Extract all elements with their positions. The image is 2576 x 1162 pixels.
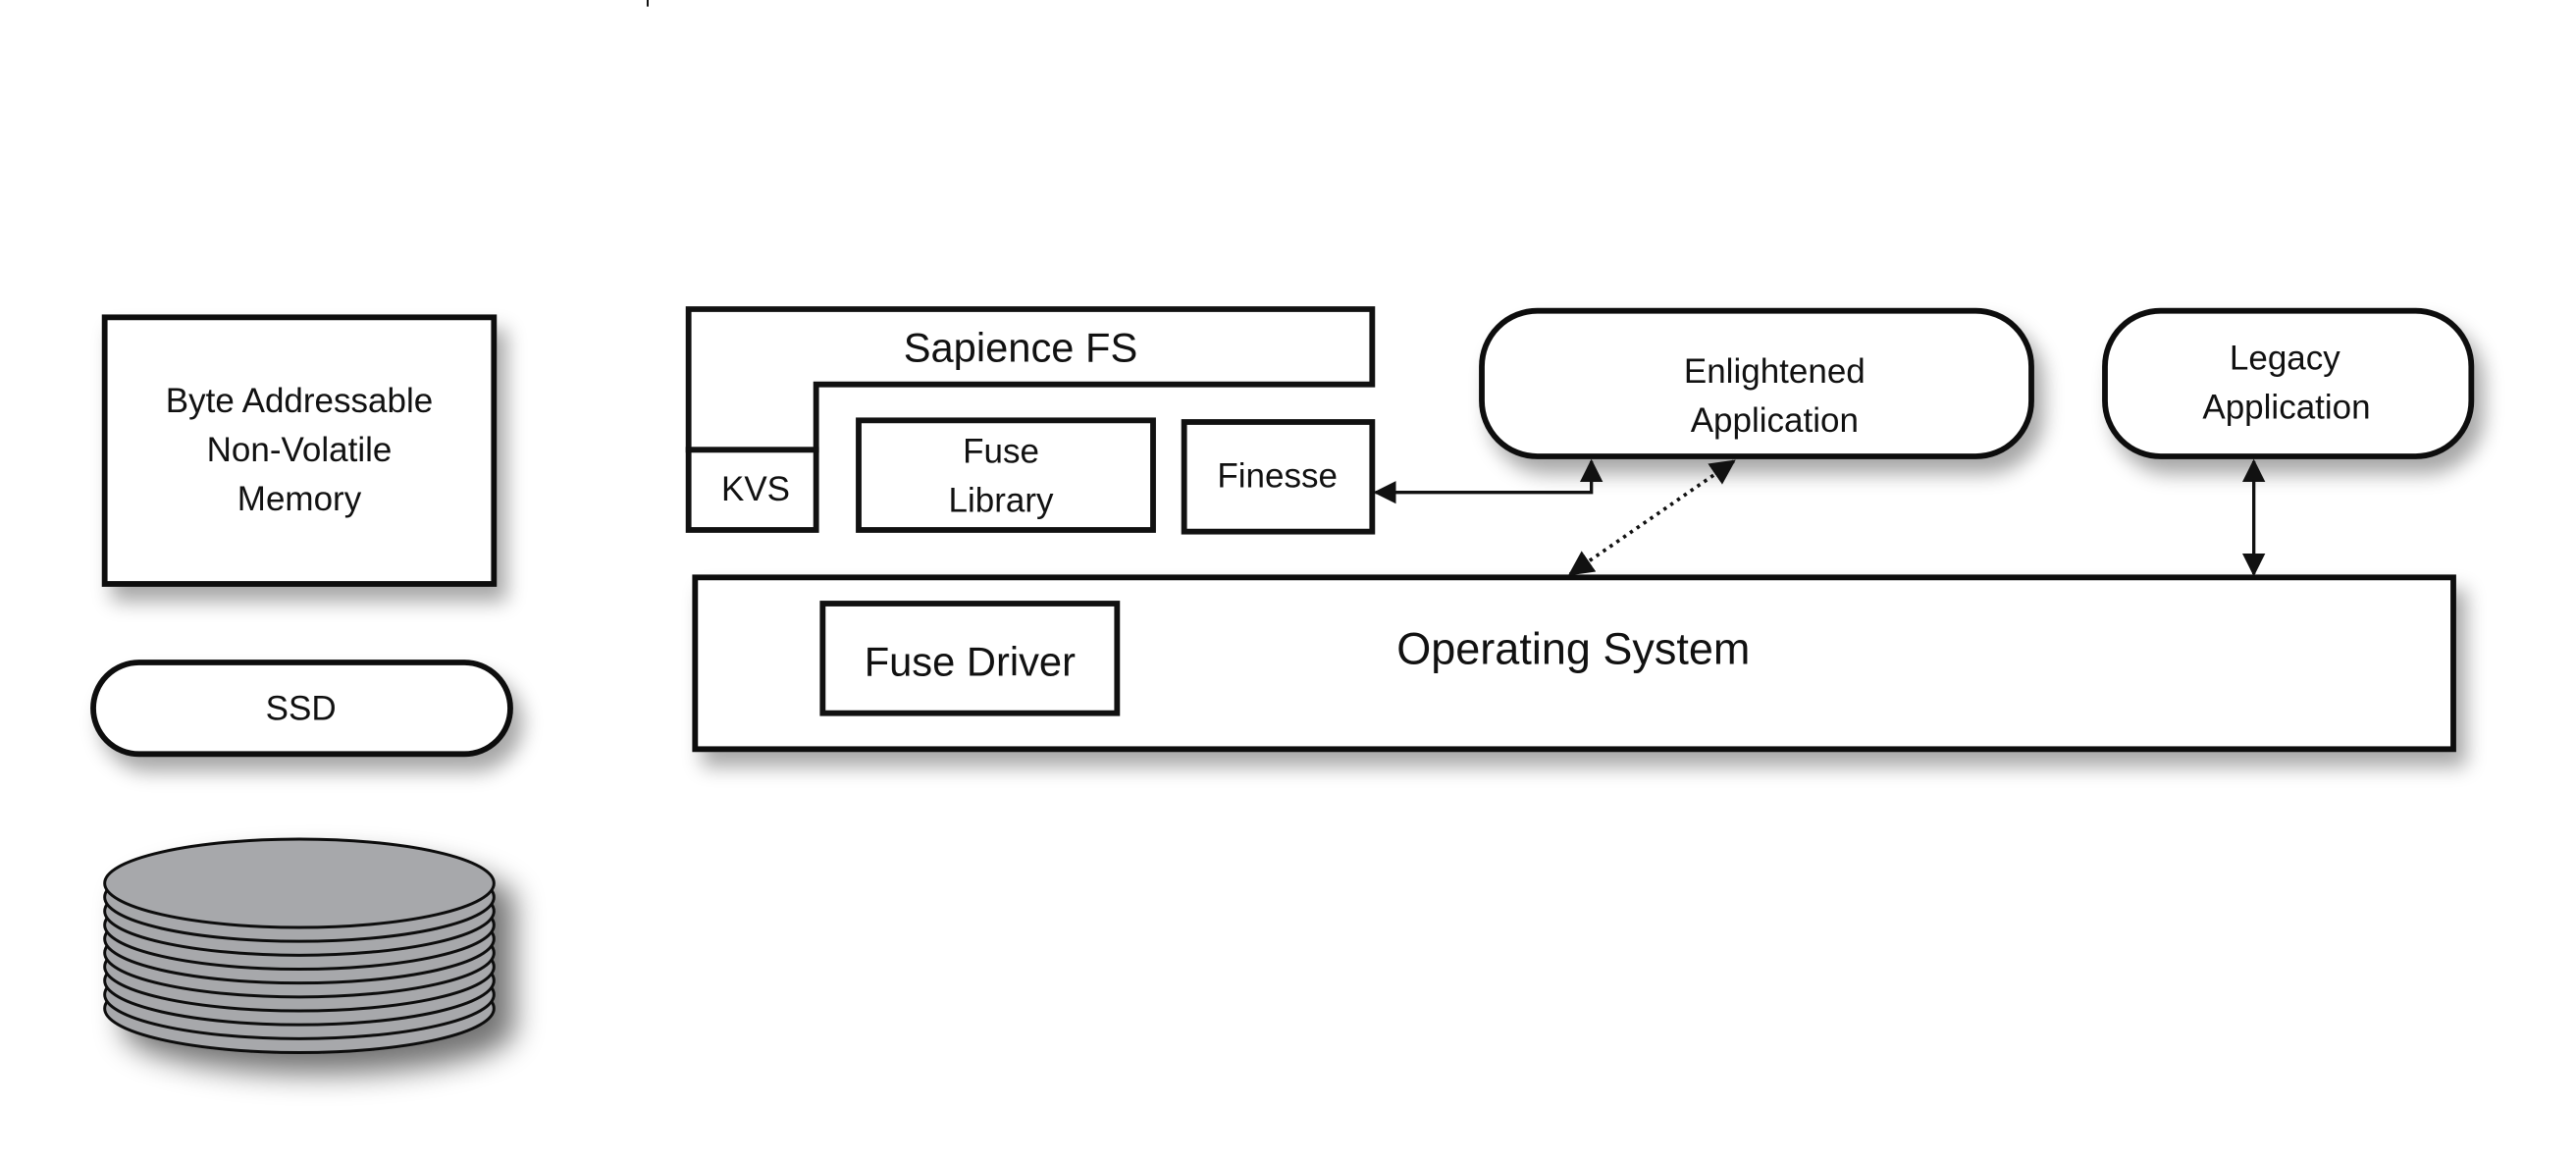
disk-platter <box>103 837 496 929</box>
operating-system-label: Operating System <box>1396 624 1750 674</box>
ssd-box: SSD <box>90 660 513 758</box>
kvs-label: KVS <box>721 470 790 508</box>
nvm-label-line-3: Memory <box>237 480 362 518</box>
fuse-library-box: Fuse Library <box>856 417 1156 533</box>
enlightened-app-line-2: Application <box>1691 401 1859 440</box>
ssd-label: SSD <box>266 689 337 727</box>
legacy-app-line-1: Legacy <box>2230 340 2340 378</box>
sapience-fs-title: Sapience FS <box>904 324 1138 370</box>
enlightened-os-dotted-connector <box>1567 459 1736 576</box>
kvs-box: KVS <box>685 447 819 533</box>
enlightened-application-box: Enlightened Application <box>1479 307 2034 459</box>
hard-disk-stack-icon <box>103 837 496 1054</box>
legacy-app-line-2: Application <box>2202 389 2370 427</box>
finesse-enlightened-connector <box>1373 458 1603 504</box>
enlightened-app-line-1: Enlightened <box>1684 352 1866 391</box>
nvm-label-line-1: Byte Addressable <box>166 382 433 420</box>
nvm-label-line-2: Non-Volatile <box>207 431 393 469</box>
fuse-driver-box: Fuse Driver <box>819 601 1121 716</box>
finesse-box: Finesse <box>1181 419 1376 535</box>
finesse-label: Finesse <box>1217 457 1338 496</box>
fuse-driver-label: Fuse Driver <box>865 638 1076 684</box>
nvm-memory-box: Byte Addressable Non-Volatile Memory <box>101 314 498 587</box>
legacy-application-box: Legacy Application <box>2102 307 2475 459</box>
fuse-library-line-1: Fuse <box>963 433 1039 471</box>
fuse-library-line-2: Library <box>949 482 1054 520</box>
